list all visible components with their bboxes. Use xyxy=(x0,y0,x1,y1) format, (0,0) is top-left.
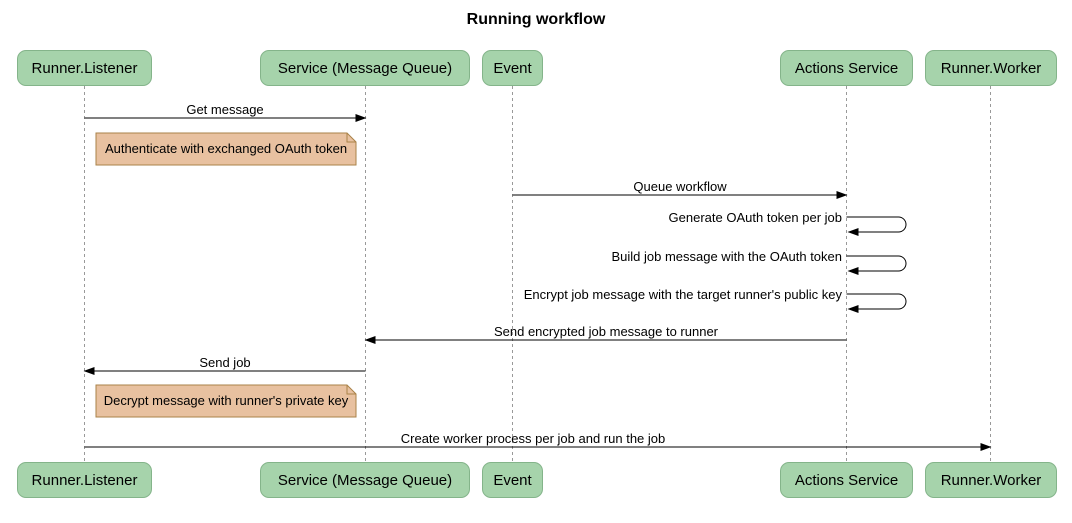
note-fold-authenticate xyxy=(346,133,356,143)
lifelines xyxy=(84,86,991,462)
note-authenticate-oauth: Authenticate with exchanged OAuth token xyxy=(104,141,348,156)
actor-label: Event xyxy=(493,59,532,77)
actor-top-runner-listener: Runner.Listener xyxy=(17,50,152,86)
actor-bottom-event: Event xyxy=(482,462,543,498)
actor-label: Actions Service xyxy=(794,471,899,489)
message-label-encrypt-job-message: Encrypt job message with the target runn… xyxy=(523,287,842,302)
actor-label: Runner.Worker xyxy=(940,59,1042,77)
actor-top-service-message-queue: Service (Message Queue) xyxy=(260,50,470,86)
message-label-queue-workflow: Queue workflow xyxy=(633,179,727,194)
actor-label: Actions Service xyxy=(794,59,899,77)
self-loop-encrypt-job-message xyxy=(846,293,907,313)
actor-label: Service (Message Queue) xyxy=(277,471,453,489)
message-label-send-job: Send job xyxy=(199,355,251,370)
actor-bottom-runner-listener: Runner.Listener xyxy=(17,462,152,498)
note-decrypt-message: Decrypt message with runner's private ke… xyxy=(103,393,349,408)
message-label-generate-oauth-token: Generate OAuth token per job xyxy=(668,210,842,225)
actor-bottom-actions-service: Actions Service xyxy=(780,462,913,498)
self-loop-build-job-message xyxy=(846,255,907,275)
note-shape-decrypt xyxy=(95,384,357,418)
message-label-get-message: Get message xyxy=(186,102,264,117)
diagram-title: Running workflow xyxy=(466,11,606,28)
actor-top-actions-service: Actions Service xyxy=(780,50,913,86)
actor-label: Service (Message Queue) xyxy=(277,59,453,77)
actor-top-event: Event xyxy=(482,50,543,86)
actor-label: Runner.Listener xyxy=(31,59,138,77)
message-label-build-job-message: Build job message with the OAuth token xyxy=(611,249,842,264)
self-loop-generate-oauth-token xyxy=(846,216,907,236)
actor-top-runner-worker: Runner.Worker xyxy=(925,50,1057,86)
note-fold-decrypt xyxy=(346,385,356,395)
note-shapes xyxy=(95,132,357,418)
message-label-send-encrypted-job: Send encrypted job message to runner xyxy=(493,324,719,339)
actor-label: Runner.Worker xyxy=(940,471,1042,489)
actor-label: Event xyxy=(493,471,532,489)
actor-label: Runner.Listener xyxy=(31,471,138,489)
message-arrows xyxy=(83,114,992,451)
actor-bottom-service-message-queue: Service (Message Queue) xyxy=(260,462,470,498)
message-label-create-worker-process: Create worker process per job and run th… xyxy=(400,431,666,446)
note-shape-authenticate xyxy=(95,132,357,166)
actor-bottom-runner-worker: Runner.Worker xyxy=(925,462,1057,498)
